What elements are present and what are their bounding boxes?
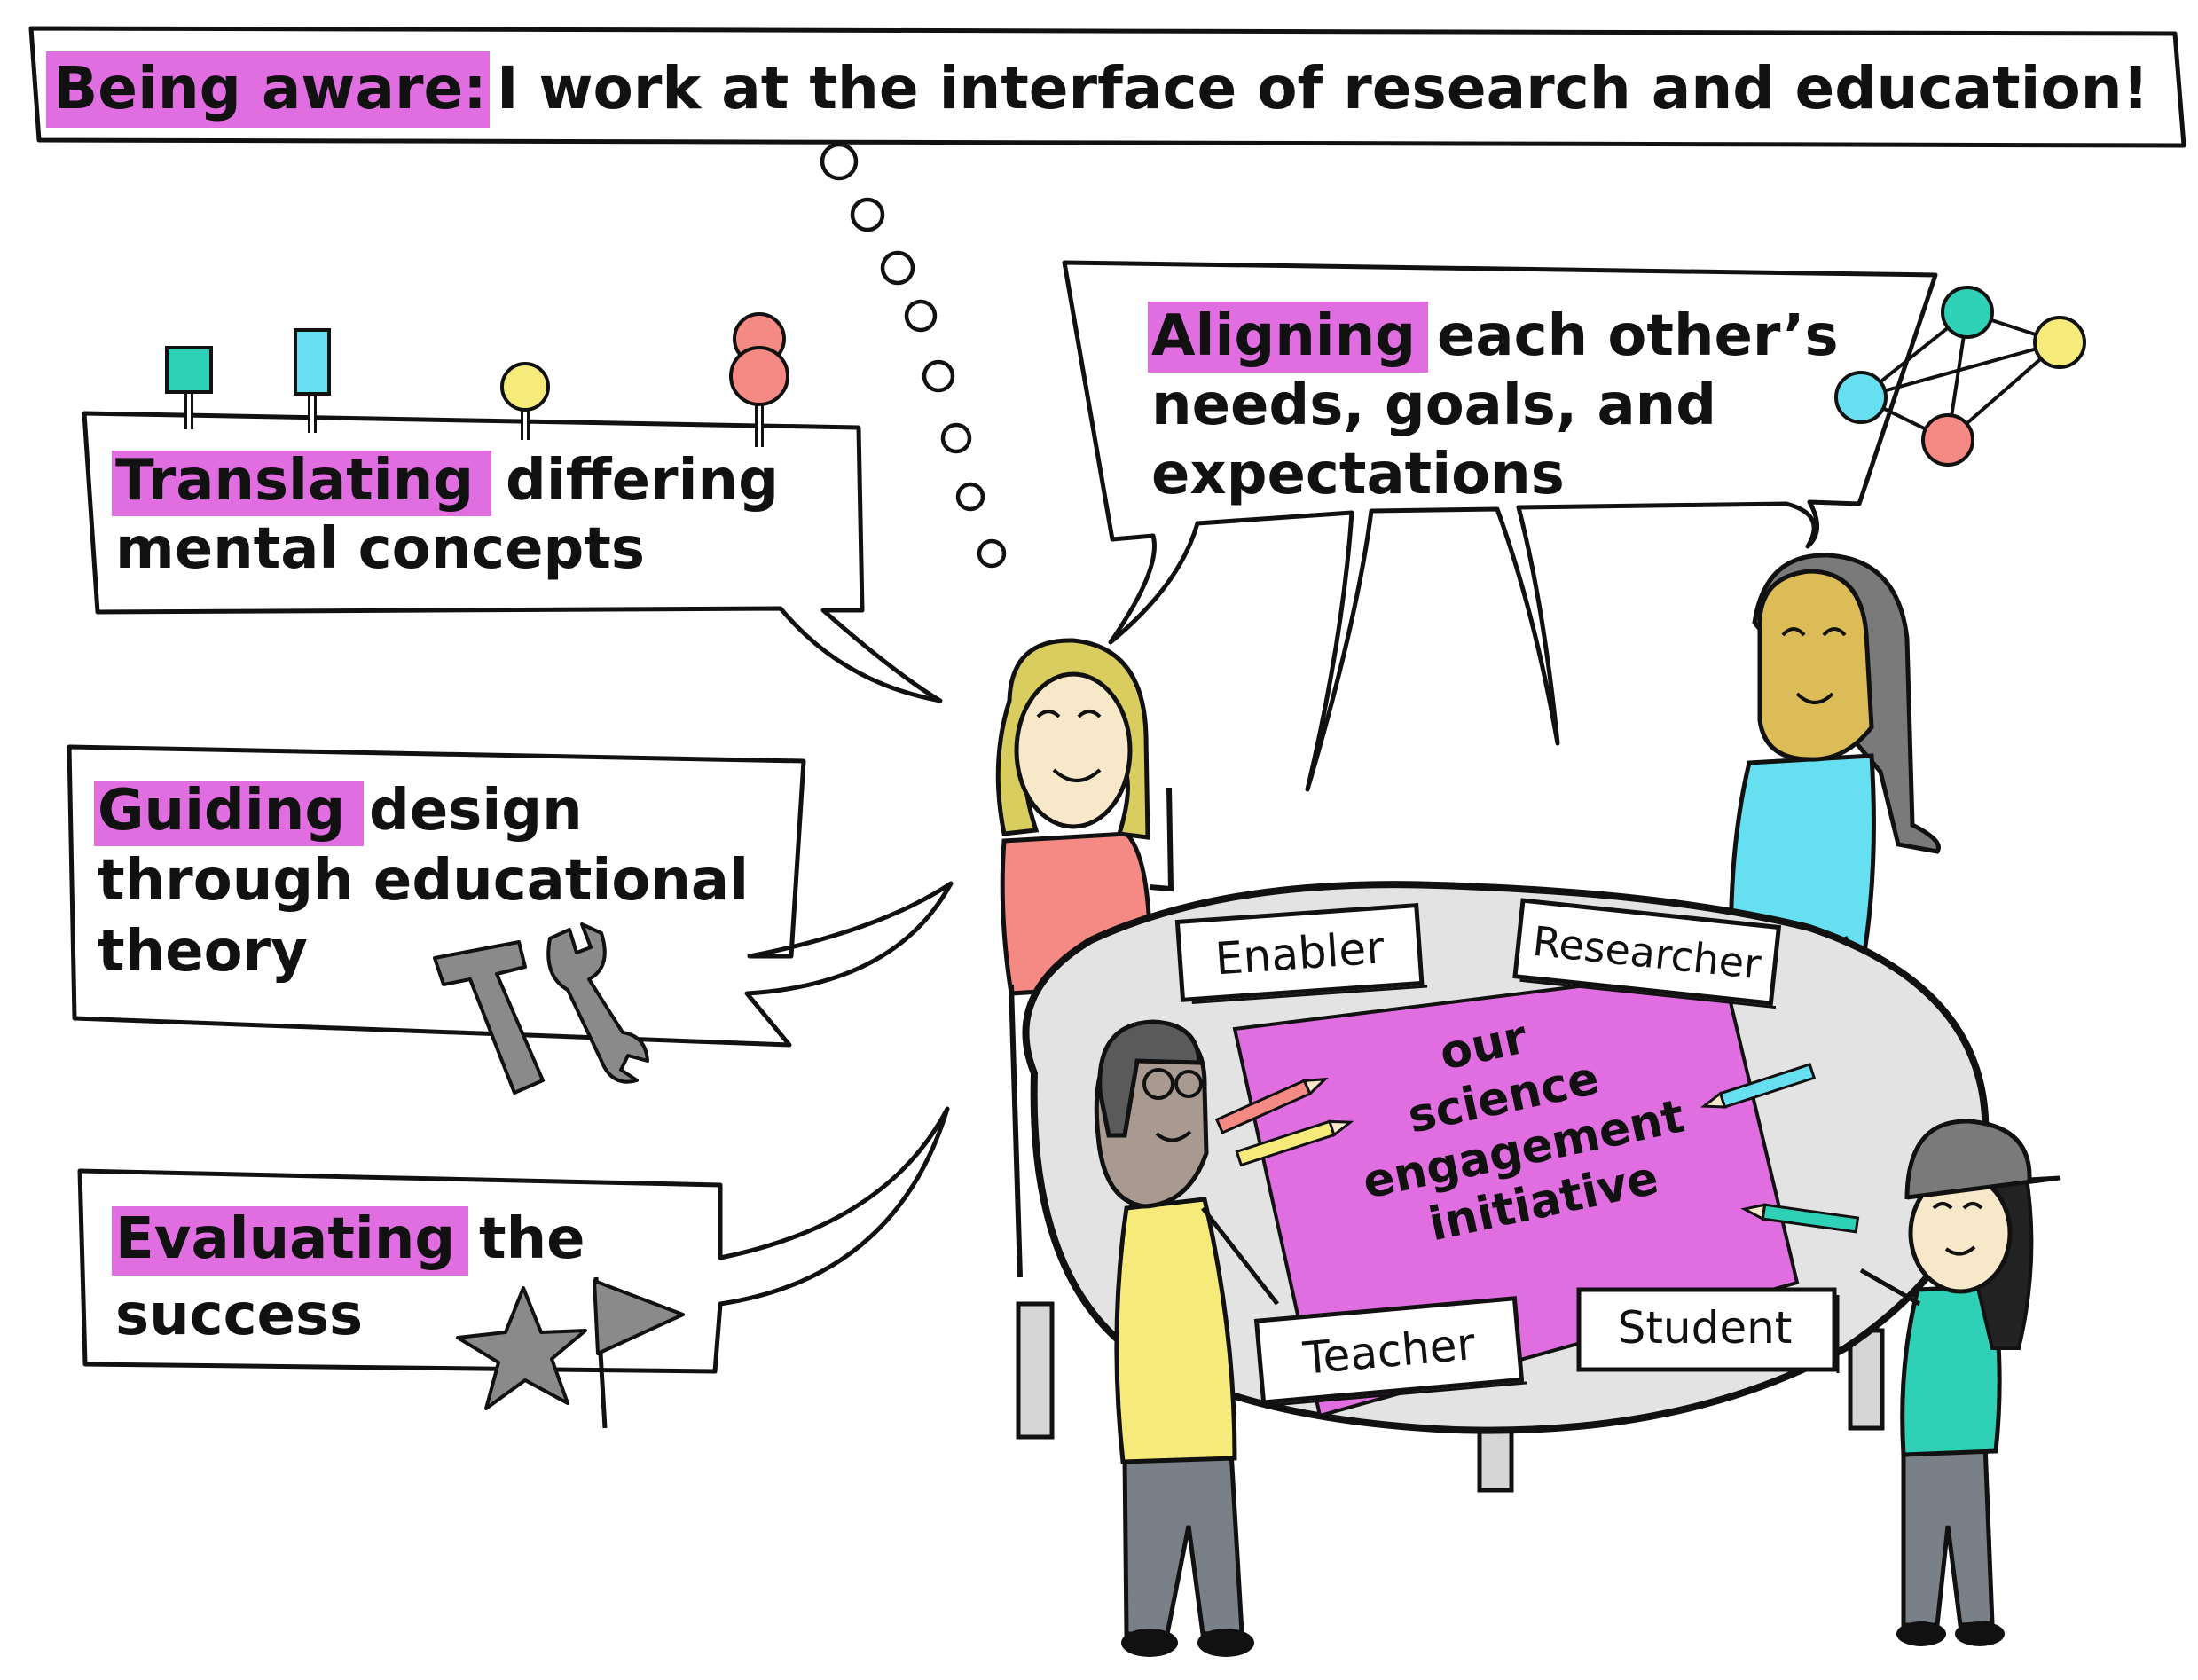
star-icon xyxy=(456,1286,587,1410)
bubble-guiding: Guiding design through educational theor… xyxy=(67,744,954,1095)
translating-highlight: Translating xyxy=(115,448,474,514)
pencil-sky-icon xyxy=(1700,1063,1817,1109)
aligning-highlight: Aligning xyxy=(1151,303,1416,369)
bubble-evaluating: Evaluating the success xyxy=(77,1106,950,1429)
hammer-icon xyxy=(433,940,545,1095)
pencil-yellow-icon xyxy=(1235,1119,1354,1167)
aligning-line3: expectations xyxy=(1151,442,1565,507)
pencil-teal-icon xyxy=(1740,1203,1860,1234)
pin-double-coral-icon xyxy=(729,312,789,447)
pin-square-teal-icon xyxy=(165,346,213,429)
bubble-translating: Translating differing mental concepts xyxy=(82,312,943,703)
flag-icon xyxy=(593,1276,685,1429)
wrench-icon xyxy=(546,922,649,1084)
bubble-aligning: Aligning each other’s needs, goals, and … xyxy=(1062,260,1938,792)
card-student-label: Student xyxy=(1618,1302,1793,1354)
thought-dots xyxy=(820,142,1007,569)
card-enabler: Enabler xyxy=(1174,902,1428,1005)
card-teacher: Teacher xyxy=(1253,1296,1527,1407)
guiding-line3: theory xyxy=(98,919,308,985)
pin-tall-sky-icon xyxy=(294,328,331,433)
guiding-line1: design xyxy=(369,778,583,844)
translating-line1: differing xyxy=(506,448,779,514)
pin-round-yellow-icon xyxy=(500,362,550,440)
evaluating-highlight: Evaluating xyxy=(115,1206,455,1272)
person-gray-hair xyxy=(1728,553,1941,1015)
top-banner: Being aware: I work at the interface of … xyxy=(28,26,2186,148)
card-student: Student xyxy=(1576,1287,1840,1373)
card-enabler-label: Enabler xyxy=(1213,922,1386,985)
evaluating-line2: success xyxy=(115,1283,363,1348)
guiding-line2: through educational xyxy=(98,848,749,914)
aligning-line2: needs, goals, and xyxy=(1151,373,1716,438)
pencil-coral-icon xyxy=(1214,1077,1329,1134)
banner-highlight-text: Being aware: xyxy=(53,54,487,122)
guiding-highlight: Guiding xyxy=(98,778,345,844)
banner-rest-text: I work at the interface of research and … xyxy=(497,54,2149,122)
translating-line2: mental concepts xyxy=(115,516,645,582)
aligning-line1: each other’s xyxy=(1437,303,1839,369)
person-glasses xyxy=(1094,1019,1279,1657)
network-icon xyxy=(1834,286,2086,467)
evaluating-line1: the xyxy=(479,1206,585,1272)
person-student xyxy=(1859,1119,2061,1646)
highlight-being-aware xyxy=(46,51,490,128)
card-researcher: Researcher xyxy=(1512,898,1782,1009)
